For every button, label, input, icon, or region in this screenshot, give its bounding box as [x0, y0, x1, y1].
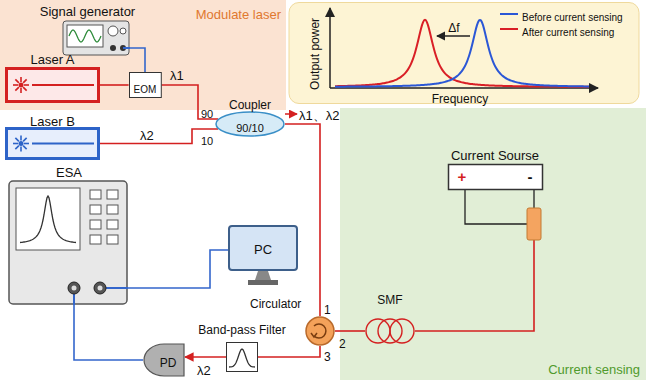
node-text: Laser B	[30, 115, 75, 130]
fiber-connector	[100, 84, 129, 86]
node-text: Signal generator	[40, 5, 135, 20]
fiber-connector	[258, 346, 320, 357]
port-label: 10	[201, 135, 213, 148]
laser-shape	[5, 127, 100, 160]
node-text: ESA	[56, 166, 82, 181]
legend-text: After current sensing	[522, 27, 614, 39]
direction-arrow	[285, 113, 297, 115]
fiber-connector	[130, 48, 145, 72]
node-text: Circulator	[250, 298, 301, 312]
signal-generator: Signal generator	[25, 2, 150, 58]
node-text: EOM	[134, 84, 157, 96]
photodetector: PD	[143, 343, 185, 377]
port-label: 1	[324, 304, 331, 318]
wavelength-label: λ2	[197, 364, 211, 379]
node-text: PD	[160, 357, 177, 371]
node-text: 90/10	[236, 122, 264, 135]
node-text: Output power	[309, 18, 323, 90]
esa-shape	[8, 180, 128, 305]
port-label: 90	[201, 108, 213, 121]
fiber-connector	[74, 305, 143, 360]
spectrum-analyzer: ESA	[8, 163, 130, 305]
legend-swatch	[500, 13, 518, 15]
wavelength-label: λ1	[170, 69, 184, 84]
inset-panel-fill	[289, 3, 639, 104]
computer: PC	[228, 225, 298, 287]
legend-text: Before current sensing	[522, 12, 623, 24]
node-text: Laser A	[30, 53, 74, 68]
fiber-connector	[335, 330, 365, 332]
node-text: Current Sourse	[451, 149, 539, 164]
node-text: Band-pass Filter	[198, 324, 285, 338]
circle-shape	[305, 316, 335, 346]
wire	[533, 190, 534, 208]
fiber-coil: SMF	[360, 290, 420, 352]
node-text: PC	[254, 243, 272, 258]
region-panel: Current sensing Current Sourse + - SMF	[340, 108, 646, 380]
laser-box: Laser A	[5, 50, 100, 103]
current-source: Current Sourse + -	[440, 146, 550, 194]
node-text: +	[458, 168, 467, 185]
fiber-connector	[185, 356, 226, 358]
sg-shape	[62, 20, 130, 56]
node-text: Current sensing	[548, 363, 640, 378]
filter-shape	[226, 342, 258, 372]
sensor-head	[527, 208, 541, 240]
node-text: Modulate laser	[196, 8, 281, 23]
y-axis	[329, 8, 331, 88]
node-text: SMF	[377, 294, 402, 308]
laser-shape	[5, 67, 100, 103]
fiber-connector	[285, 124, 320, 316]
wavelength-label: λ1、λ2	[299, 109, 339, 124]
port-label: 2	[339, 338, 346, 352]
node-text: Δf	[448, 22, 459, 36]
wavelength-label: λ2	[140, 129, 154, 144]
node-text: Frequency	[432, 93, 489, 107]
region-panel: Modulate laser Signal generatorLaser A EOM	[0, 0, 286, 110]
shift-arrow	[437, 35, 470, 36]
wire	[465, 190, 527, 224]
laser-box: Laser B	[5, 112, 100, 162]
circulator: Circulator	[250, 294, 340, 350]
node-text: -	[528, 168, 533, 185]
coil-shape	[365, 318, 415, 344]
sensing-region-fill	[340, 108, 646, 380]
node-text: Coupler	[229, 99, 271, 113]
fiber-connector	[100, 129, 218, 144]
fiber-line	[415, 240, 534, 331]
modulate-region-fill	[0, 0, 286, 110]
modulator-box: EOM	[129, 72, 162, 98]
port-label: 3	[324, 351, 331, 365]
legend-swatch	[500, 28, 518, 30]
fiber-connector	[128, 250, 228, 288]
coupler: Coupler 90/10	[215, 95, 285, 139]
